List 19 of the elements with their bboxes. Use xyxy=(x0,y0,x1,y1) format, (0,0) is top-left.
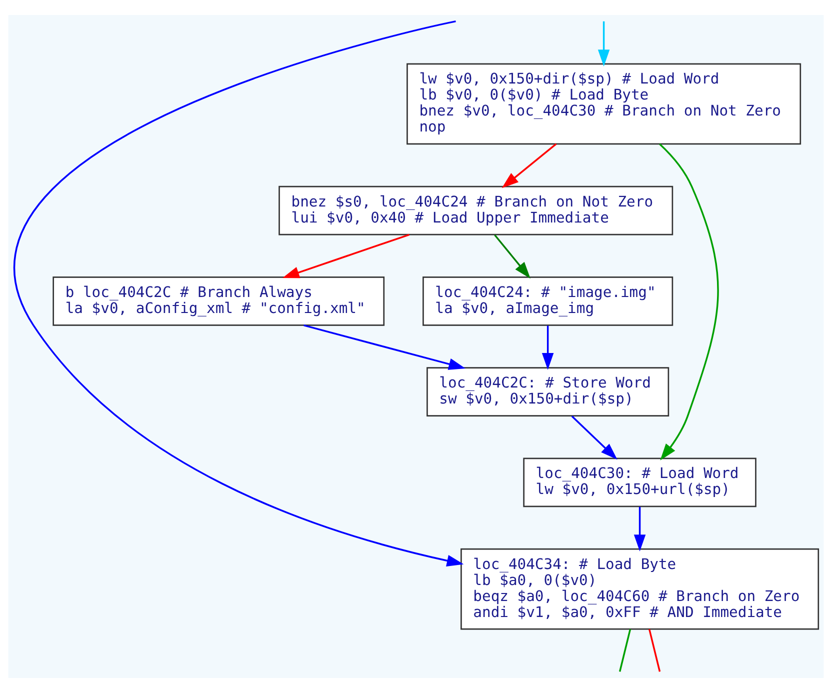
arrow xyxy=(282,234,410,278)
arrow xyxy=(15,20,464,566)
node-box: loc_404C30: # Load Word lw $v0, 0x150+url($sp) xyxy=(523,458,756,508)
node-box: bnez $s0, loc_404C24 # Branch on Not Zero lui $v0, 0x40 # Load Upper Immediate xyxy=(278,186,674,236)
arrow xyxy=(571,416,618,460)
arrow xyxy=(598,21,610,66)
arrow xyxy=(542,326,554,370)
node-box: b loc_404C2C # Branch Always la $v0, aConfig_xml # "config.xml" xyxy=(52,276,385,326)
arrow xyxy=(634,506,646,552)
arrow xyxy=(659,143,719,460)
node-box: loc_404C34: # Load Byte lb $a0, 0($v0) beqz $a0, loc_404C60 # Branch on Zero andi $v1, $a0, 0xFF # AND Immediate xyxy=(460,548,820,630)
arrow xyxy=(304,324,466,370)
connector xyxy=(648,628,661,672)
node-box: loc_404C2C: # Store Word sw $v0, 0x150+dir($sp) xyxy=(426,367,670,416)
node-box: lw $v0, 0x150+dir($sp) # Load Word lb $v0, 0($v0) # Load Byte bnez $v0, loc_404C30 # Branch on Not Zero nop xyxy=(406,63,802,145)
arrow xyxy=(494,234,530,279)
arrow xyxy=(502,143,557,188)
node-box: loc_404C24: # "image.img" la $v0, aImage_img xyxy=(422,276,674,326)
connector xyxy=(618,628,632,672)
